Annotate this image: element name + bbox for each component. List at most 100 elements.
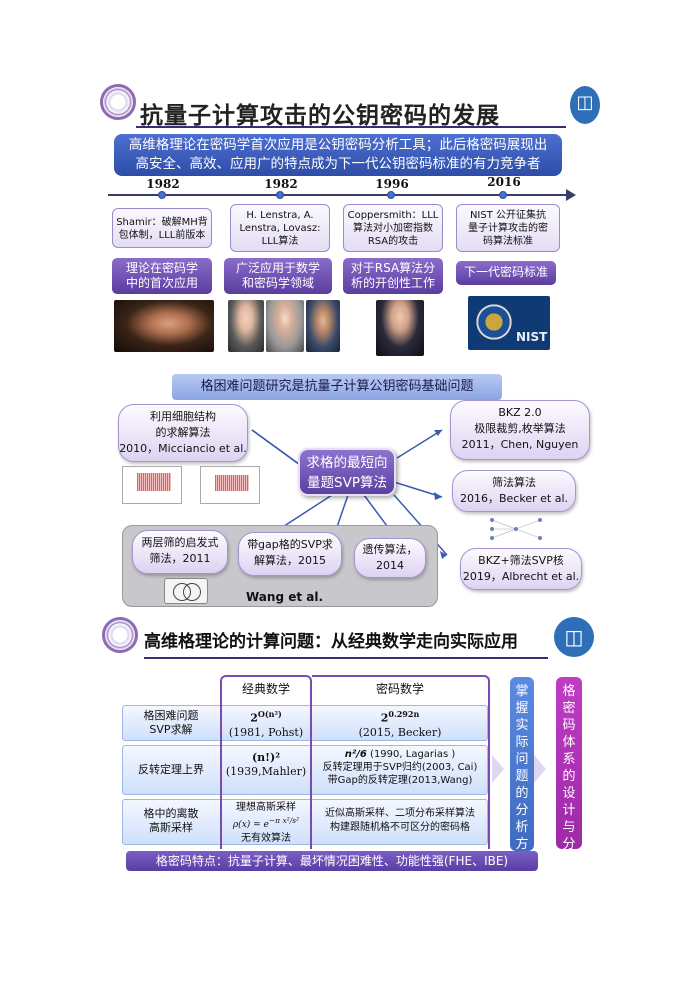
bubble-line: BKZ 2.0 [498,406,542,419]
timeline-year: 1982 [264,177,298,191]
desc-line: 量子计算攻击的密 [468,223,548,234]
coppersmith-photo [376,300,424,356]
bubble-two-layer-sieve: 两层筛的启发式 筛法，2011 [132,530,228,574]
timeline-desc-1982b: H. Lenstra, A. Lenstra, Lovasz: LLL算法 [230,204,330,252]
label-line: 格中的离散 [143,807,199,820]
desc-line: H. Lenstra, A. [246,210,314,221]
classic-line: 无有效算法 [241,833,291,844]
bubble-line: 筛法算法 [492,476,536,489]
timeline-desc-1982a: Shamir：破解MH背 包体制，LLL前版本 [112,208,212,248]
row-label-transference: 反转定理上界 [138,763,204,776]
row-svp [122,705,488,741]
desc-line: 包体制，LLL前版本 [118,230,206,241]
desc-line: Coppersmith：LLL [347,210,439,221]
slide-lattice-computation: 高维格理论的计算问题：从经典数学走向实际应用 ◫ 经典数学 密码数学 格困难问题… [100,615,600,875]
timeline-desc-1996: Coppersmith：LLL 算法对小加密指数 RSA的攻击 [343,204,443,252]
connector-lines [251,429,448,559]
desc-line: Shamir：破解MH背 [116,217,208,228]
bnrist-logo-icon: ◫ [554,617,594,657]
bubble-line: 的求解算法 [155,426,211,439]
desc-line: LLL算法 [261,236,299,247]
complexity-formula: 20.292n [380,709,420,725]
row-label-gaussian: 格中的离散 高斯采样 [126,807,216,835]
mahler-formula: (n!)² [251,751,281,764]
small-plot [200,466,260,504]
bubble-bkz20: BKZ 2.0 极限裁剪,枚举算法 2011，Chen, Nguyen [450,400,590,460]
row-gaussian [122,799,488,845]
center-line: 量题SVP算法 [307,475,387,491]
bubble-genetic: 遗传算法， 2014 [354,538,426,578]
svp-center-node: 求格的最短向 量题SVP算法 [298,448,396,496]
arrow-right-icon [534,755,546,783]
timeline-year: 2016 [487,175,521,189]
nsa-seal-icon [474,302,514,342]
side-char: 际 [515,735,529,750]
lagarias-formula: n²/6 [344,749,367,760]
timeline-result-2016: 下一代密码标准 [456,261,556,285]
crypto-gaussian: 近似高斯采样、二项分布采样算法 构建跟随机格不可区分的密码格 [312,807,488,835]
arrow-right-icon [492,755,504,783]
side-char: 题 [515,769,529,784]
complexity-formula: 2O(n²) [250,709,282,725]
timeline-result-1982b: 广泛应用于数学 和密码学领域 [224,258,332,294]
bubble-line: 带gap格的SVP求 [247,538,333,551]
lenstra-h-photo [266,300,304,352]
side-char: 格 [562,684,576,699]
timeline-dot [276,191,284,199]
result-line: 析的开创性工作 [350,276,435,290]
crypto-line: (2015, Becker) [358,725,442,739]
title-rule [144,657,548,659]
classic-line: (1939,Mahler) [225,765,307,778]
side-char: 分 [562,837,576,852]
svp-header-banner: 格困难问题研究是抗量子计算公钥密码基础问题 [172,374,502,400]
neural-net-graphic [490,518,542,540]
side-char: 体 [562,735,576,750]
side-char: 设 [562,786,576,801]
lovasz-photo [306,300,340,352]
classic-line: (1981, Pohst) [228,725,304,739]
shamir-photo [114,300,214,352]
bubble-line: 筛法，2011 [149,552,211,565]
slide1-title: 抗量子计算攻击的公钥密码的发展 [140,103,500,129]
bubble-line: 极限裁剪,枚举算法 [474,422,566,435]
banner-line: 高安全、高效、应用广的特点成为下一代公钥密码标准的有力竞争者 [135,156,541,172]
result-line: 和密码学领域 [241,276,314,290]
row-label-svp: 格困难问题 SVP求解 [126,709,216,737]
small-plot [122,466,182,504]
timeline-year: 1996 [375,177,409,191]
tsinghua-seal-icon [102,617,138,653]
circle-shape [183,583,201,601]
crypto-line: 带Gap的反转定理(2013,Wang) [327,775,473,786]
side-char: 与 [562,820,576,835]
classic-line: 理想高斯采样 [236,802,296,813]
side-char: 析 [515,820,529,835]
banner-line: 高维格理论在密码学首次应用是公钥密码分析工具；此后格密码展现出 [128,137,548,153]
plot-fill [137,473,171,491]
side-char: 计 [562,803,576,818]
side-char: 码 [562,718,576,733]
bubble-line: 利用细胞结构 [150,410,216,423]
bubble-line: 2011，Chen, Nguyen [461,438,579,451]
crypto-svp: 20.292n (2015, Becker) [312,707,488,740]
side-char: 问 [515,752,529,767]
side-char: 掌 [515,684,529,699]
desc-line: 算法对小加密指数 [353,223,433,234]
plot-fill [215,475,249,491]
title-rule [136,126,566,128]
desc-line: RSA的攻击 [367,236,419,247]
label-line: 格困难问题 [143,709,199,722]
col-divider [488,701,490,849]
lenstra-a-photo [228,300,264,352]
nsa-nist-photo: NIST [468,296,550,350]
crypto-line: 反转定理用于SVP归约(2003, Cai) [322,762,478,773]
side-char: 的 [562,769,576,784]
timeline-desc-2016: NIST 公开征集抗 量子计算攻击的密 码算法标准 [456,204,560,252]
side-char: 实 [515,718,529,733]
side-char: 分 [515,803,529,818]
timeline-dot [158,191,166,199]
desc-line: Lenstra, Lovasz: [239,223,321,234]
desc-line: 码算法标准 [483,236,533,247]
bnrist-logo-icon: ◫ [570,86,600,124]
side-char: 的 [515,786,529,801]
slide-svp-algorithms: 格困难问题研究是抗量子计算公钥密码基础问题 利用细胞结构 的求解算法 2010，… [102,370,600,610]
